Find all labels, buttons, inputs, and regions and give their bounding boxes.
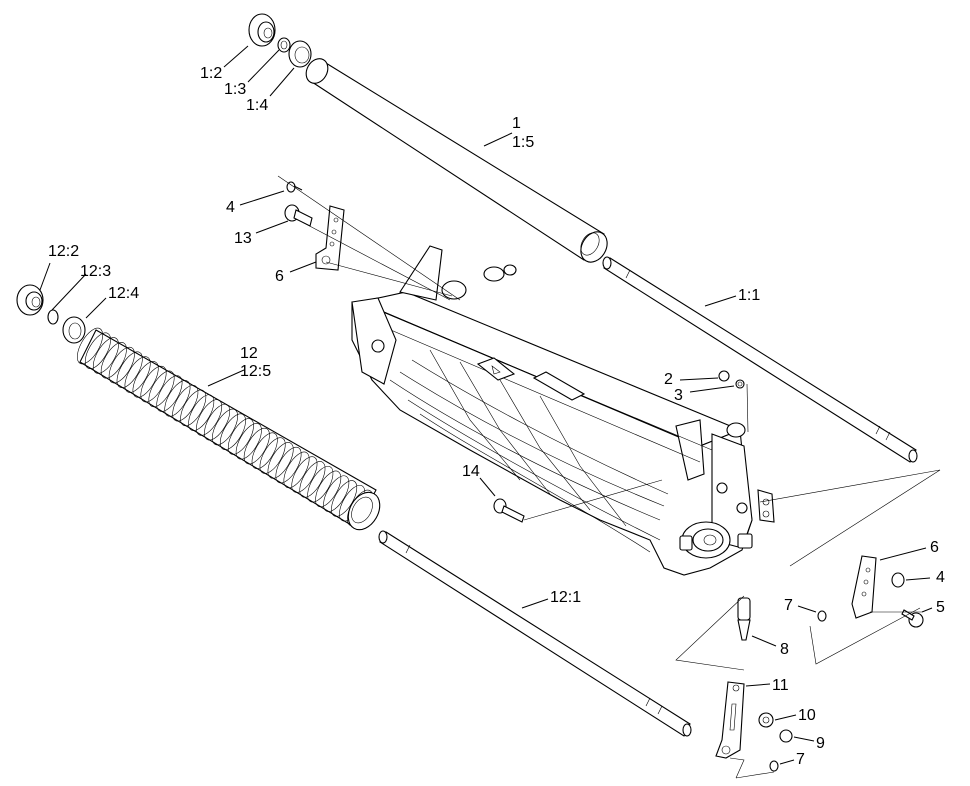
bolt-14 (493, 498, 525, 523)
callout-8: 8 (780, 641, 789, 658)
roller-groove (116, 351, 143, 388)
roller-groove (180, 389, 207, 427)
screw-4-left (286, 181, 303, 193)
rear-roller-seal-12-4 (62, 316, 86, 344)
callout-13: 13 (234, 230, 252, 247)
roller-groove (124, 356, 151, 393)
callout-4-left: 4 (226, 199, 235, 216)
roller-groove (283, 451, 310, 489)
callout-4-right: 4 (936, 569, 945, 586)
roller-groove (307, 466, 334, 503)
bracket-6-left (315, 205, 345, 271)
washer-10 (758, 712, 774, 728)
callout-2: 2 (664, 371, 673, 388)
roller-groove (172, 385, 199, 422)
nut-2 (718, 370, 730, 382)
callout-1-2: 1:2 (200, 65, 222, 82)
roller-groove (156, 375, 183, 412)
rear-roller-bearing-12-2 (16, 284, 44, 316)
roller-groove (291, 456, 318, 493)
callout-7-lower: 7 (796, 751, 805, 768)
roller-groove (140, 365, 167, 403)
roller-groove (132, 361, 159, 398)
callout-1-4: 1:4 (246, 97, 268, 114)
front-roller-seal-1-4 (288, 40, 312, 68)
roller-groove (188, 394, 215, 431)
washer-3 (735, 379, 745, 389)
roller-groove (235, 423, 262, 460)
front-roller-washer-1-3 (277, 37, 291, 53)
callout-1-5: 1:5 (512, 134, 534, 151)
callout-11: 11 (772, 677, 789, 694)
roller-groove (212, 408, 238, 446)
roller-groove (108, 346, 135, 384)
adjuster-link-11 (715, 681, 745, 759)
callout-9: 9 (816, 735, 825, 752)
callout-7-upper: 7 (784, 597, 793, 614)
reel-frame-assembly (351, 245, 775, 576)
roller-groove (100, 342, 127, 379)
screw-7-lower (769, 760, 779, 772)
assembly-lines (277, 175, 941, 779)
callout-1-3: 1:3 (224, 81, 246, 98)
roller-groove (227, 418, 254, 455)
callout-12-2: 12:2 (48, 243, 79, 260)
nut-9 (779, 729, 793, 743)
bracket-6-right (851, 555, 877, 619)
leader-lines (39, 45, 933, 765)
callout-3: 3 (674, 387, 683, 404)
roller-groove (77, 327, 103, 365)
roller-groove (84, 332, 111, 369)
bolt-5 (901, 609, 924, 628)
roller-groove (92, 337, 119, 374)
roller-groove (251, 432, 278, 469)
screw-7-upper (817, 610, 827, 622)
roller-groove (267, 442, 294, 479)
callout-10: 10 (798, 707, 816, 724)
roller-groove (219, 413, 246, 450)
front-roller-tube-1-5 (305, 58, 608, 263)
screw-4-right (891, 572, 905, 588)
roller-groove (204, 404, 231, 441)
roller-groove (196, 399, 223, 436)
front-roller-bearing-1-2 (248, 13, 276, 47)
callout-12: 12 (240, 345, 258, 362)
callout-1: 1 (512, 115, 521, 132)
callout-labels: 1:2 1:3 1:4 1 1:5 1:1 4 13 6 12:2 12:3 1… (48, 65, 945, 768)
callout-12-4: 12:4 (108, 285, 139, 302)
callout-12-3: 12:3 (80, 263, 111, 280)
callout-5: 5 (936, 599, 945, 616)
roller-groove (315, 470, 342, 508)
roller-groove (164, 380, 191, 417)
callout-6-right: 6 (930, 539, 939, 556)
roller-groove (259, 437, 286, 474)
callout-14: 14 (462, 463, 480, 480)
rear-roller-grooved-tube-12-5 (77, 327, 381, 531)
callout-6-left: 6 (275, 268, 284, 285)
pivot-bolt-13 (284, 204, 313, 227)
rear-roller-washer-12-3 (47, 309, 59, 325)
grease-fitting-8 (737, 597, 751, 641)
roller-groove (148, 370, 175, 408)
callout-12-5: 12:5 (240, 363, 271, 380)
roller-groove (323, 475, 350, 512)
callout-12-1: 12:1 (550, 589, 581, 606)
roller-groove (243, 427, 270, 465)
callout-1-1: 1:1 (738, 287, 760, 304)
roller-groove (299, 461, 326, 498)
front-roller-shaft-1-1 (602, 256, 918, 463)
roller-groove (275, 446, 302, 484)
rear-roller-shaft-12-1 (378, 530, 692, 737)
